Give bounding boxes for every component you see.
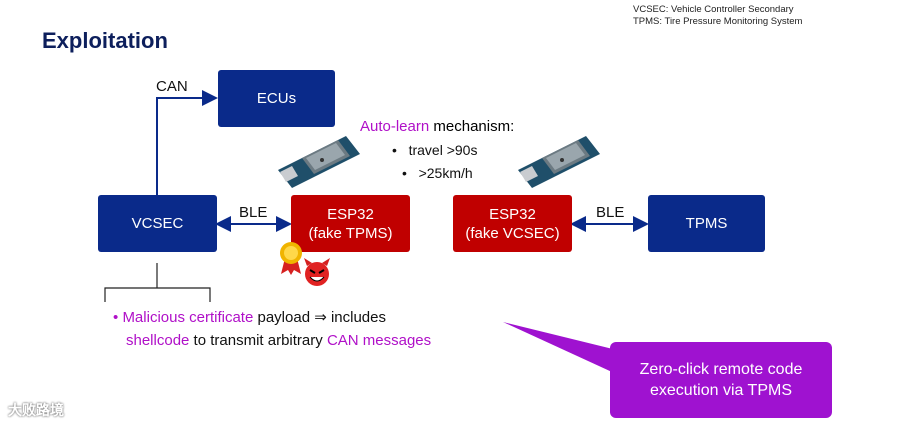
legend-tpms: TPMS: Tire Pressure Monitoring System — [633, 16, 803, 27]
esp32-tpms-line2: (fake TPMS) — [308, 224, 393, 242]
ble-left-label: BLE — [239, 204, 268, 221]
autolearn-bullet-2-text: >25km/h — [418, 165, 473, 181]
esp32-fake-tpms-box: ESP32 (fake TPMS) — [291, 195, 410, 252]
autolearn-bullet-2: • >25km/h — [402, 165, 473, 181]
payload-note: • Malicious certificate payload ⇒ includ… — [113, 306, 431, 352]
abbreviation-legend: VCSEC: Vehicle Controller Secondary TPMS… — [633, 4, 802, 28]
note-transmit: to transmit arbitrary — [189, 332, 327, 349]
note-payload: payload ⇒ includes — [253, 309, 386, 326]
autolearn-bullet-1-text: travel >90s — [408, 142, 478, 158]
ble-right-label: BLE — [596, 204, 625, 221]
tpms-box: TPMS — [648, 195, 765, 252]
can-connector — [156, 90, 218, 195]
vcsec-box: VCSEC — [98, 195, 217, 252]
ecus-box: ECUs — [218, 70, 335, 127]
slide-title: Exploitation — [42, 28, 168, 53]
esp32-fake-vcsec-box: ESP32 (fake VCSEC) — [453, 195, 572, 252]
autolearn-highlight: Auto-learn — [360, 118, 430, 135]
vcsec-brace — [104, 263, 211, 302]
autolearn-bullet-1: • travel >90s — [392, 142, 478, 158]
zero-click-callout: Zero-click remote code execution via TPM… — [610, 342, 832, 418]
note-shellcode: shellcode — [126, 332, 190, 349]
note-can-messages: CAN messages — [326, 332, 432, 349]
legend-vcsec: VCSEC: Vehicle Controller Secondary — [633, 4, 794, 15]
callout-pointer — [503, 322, 625, 372]
esp32-board-icon — [518, 136, 600, 188]
note-malicious-certificate: Malicious certificate — [122, 309, 254, 326]
devil-icon — [304, 258, 330, 286]
note-bullet: • — [113, 309, 119, 326]
award-ribbon-icon — [280, 242, 302, 275]
esp32-tpms-line1: ESP32 — [327, 205, 374, 223]
esp32-board-icon — [278, 136, 360, 188]
esp32-vcsec-line2: (fake VCSEC) — [465, 224, 560, 242]
callout-line1: Zero-click remote code — [639, 361, 803, 378]
can-label: CAN — [156, 78, 188, 95]
autolearn-rest: mechanism: — [429, 118, 515, 135]
esp32-vcsec-line1: ESP32 — [489, 205, 536, 223]
watermark: 大败路境 — [8, 402, 64, 418]
autolearn-heading: Auto-learn mechanism: — [360, 118, 514, 135]
callout-line2: execution via TPMS — [650, 382, 792, 399]
